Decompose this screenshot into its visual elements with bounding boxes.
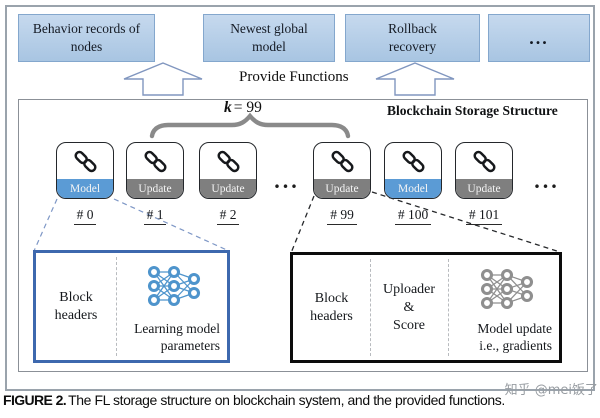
k-value: = 99 — [233, 99, 262, 116]
neural-network-icon — [480, 268, 534, 310]
chain-link-icon — [127, 143, 183, 179]
function-box-label: Rollback recovery — [388, 21, 437, 54]
chain-link-icon — [57, 143, 113, 179]
function-box-label: Behavior records of nodes — [32, 21, 141, 54]
function-box-rollback-recovery: Rollback recovery — [345, 14, 480, 62]
figure-caption-number: FIGURE 2. — [3, 392, 67, 408]
block-number: # 1 — [126, 207, 184, 225]
block-number: # 99 — [313, 207, 371, 225]
chain-link-icon — [385, 143, 441, 179]
block-number: # 101 — [455, 207, 513, 225]
block-101: Update — [455, 142, 513, 199]
block-99: Update — [313, 142, 371, 199]
function-box-more: ... — [488, 14, 590, 62]
cell-divider — [116, 257, 117, 356]
function-box-behavior-records: Behavior records of nodes — [18, 14, 155, 62]
block-type-badge: Model — [57, 179, 113, 198]
watermark: 知乎 @mei饭了 — [504, 383, 598, 398]
function-box-label: Newest global model — [230, 21, 308, 54]
block-number: # 0 — [56, 207, 114, 225]
provide-functions-label: Provide Functions — [239, 69, 349, 85]
ellipsis-label: ... — [529, 28, 549, 48]
uploader-score-cell: Uploader & Score — [382, 281, 436, 333]
block-headers-cell: Block headers — [54, 289, 98, 323]
block-1: Update — [126, 142, 184, 199]
block-type-badge: Update — [200, 179, 256, 198]
blocks-ellipsis: ... — [534, 168, 560, 193]
block-type-badge: Update — [456, 179, 512, 198]
block-headers-cell: Block headers — [310, 290, 353, 324]
block-2: Update — [199, 142, 257, 199]
figure-caption: FIGURE 2.The FL storage structure on blo… — [3, 392, 599, 408]
block-number: # 2 — [199, 207, 257, 225]
blocks-ellipsis: ... — [274, 168, 300, 193]
model-update-gradients-label: Model update i.e., gradients — [477, 321, 552, 353]
up-arrow-icon — [123, 62, 203, 96]
cell-divider — [370, 259, 371, 356]
block-type-badge: Model — [385, 179, 441, 198]
k-range-brace-icon — [149, 112, 351, 139]
cell-divider — [448, 259, 449, 356]
update-block-detail: Block headers Uploader & Score Model upd… — [290, 252, 562, 363]
chain-link-icon — [200, 143, 256, 179]
chain-link-icon — [456, 143, 512, 179]
chain-link-icon — [314, 143, 370, 179]
block-number: # 100 — [384, 207, 442, 225]
k-variable: k — [224, 99, 232, 116]
block-0: Model — [56, 142, 114, 199]
up-arrow-icon — [375, 62, 455, 96]
k-annotation: k= 99 — [224, 99, 262, 117]
model-block-detail: Block headers Learning model parameters — [33, 250, 230, 363]
block-100: Model — [384, 142, 442, 199]
learning-model-parameters-label: Learning model parameters — [134, 321, 220, 353]
figure-caption-text: The FL storage structure on blockchain s… — [68, 392, 505, 408]
neural-network-icon — [147, 265, 201, 307]
block-type-badge: Update — [127, 179, 183, 198]
block-type-badge: Update — [314, 179, 370, 198]
function-box-newest-global-model: Newest global model — [203, 14, 335, 62]
panel-title: Blockchain Storage Structure — [387, 103, 558, 118]
